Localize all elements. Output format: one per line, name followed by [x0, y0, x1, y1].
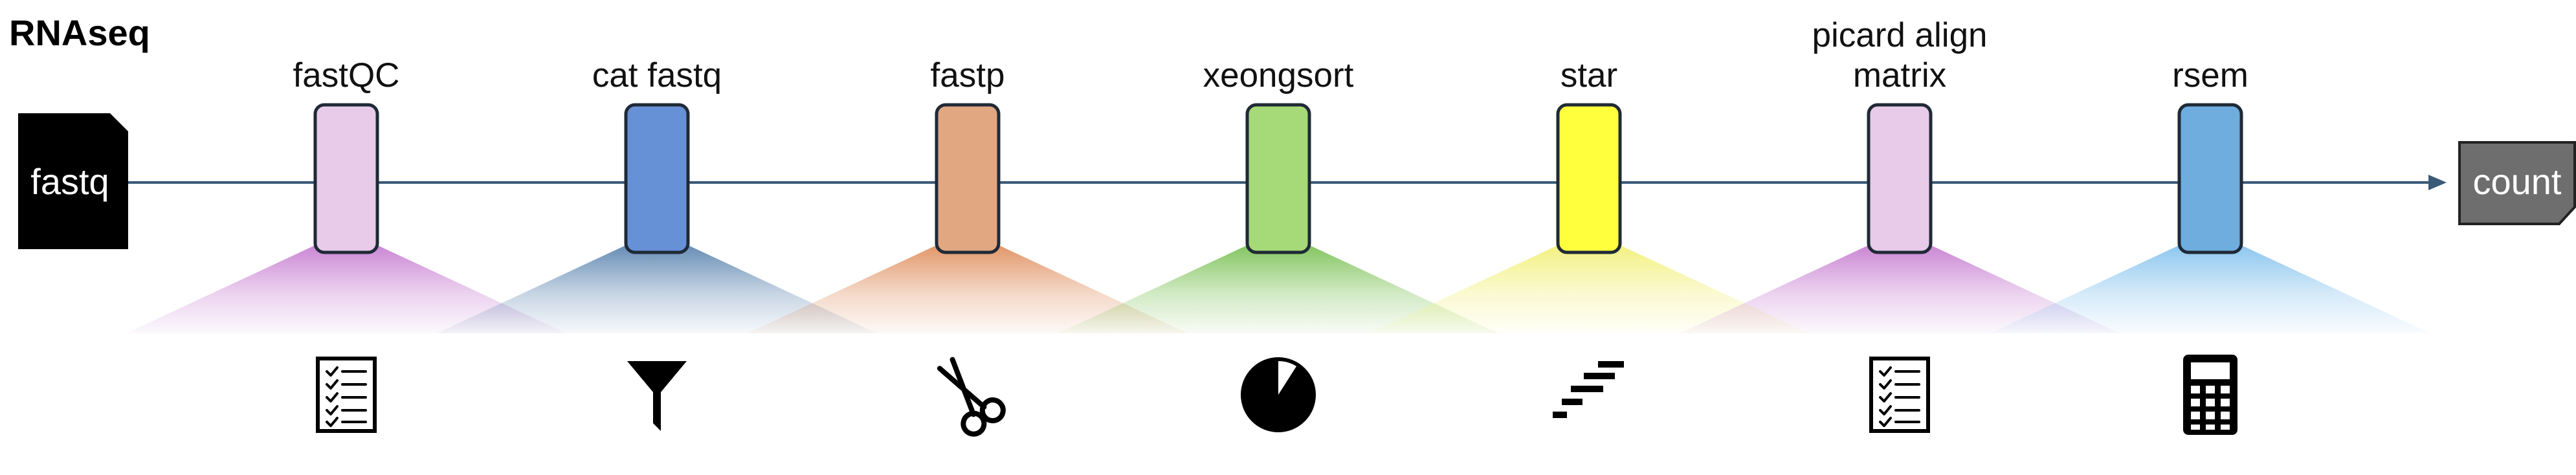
step-label: xeongsort [1203, 56, 1354, 94]
step-box [1245, 103, 1311, 254]
fans-layer [126, 245, 2430, 333]
step-fan [748, 245, 1188, 333]
checklist-icon [1869, 357, 1930, 433]
step-fan [437, 245, 877, 333]
input-file: fastq [18, 113, 128, 249]
step-label: fastQC [293, 56, 400, 94]
scissors-icon [937, 357, 1006, 437]
step-fan [1369, 245, 1809, 333]
diagram-title: RNAseq [9, 12, 150, 53]
pipeline-step: fastQC [293, 56, 400, 433]
input-file-label: fastq [30, 161, 109, 202]
output-file: count [2458, 141, 2576, 225]
output-file-label: count [2473, 161, 2562, 202]
step-box [935, 103, 1001, 254]
pipeline-step: xeongsort [1203, 56, 1354, 432]
funnel-icon [627, 361, 687, 431]
checklist-icon [316, 357, 377, 433]
pipeline-step: star [1553, 56, 1624, 418]
staggered-bars-icon [1553, 361, 1624, 418]
step-fan [126, 245, 566, 333]
step-box [1867, 103, 1933, 254]
input-file-shape [18, 113, 128, 249]
step-label: fastp [931, 56, 1005, 94]
pipeline-arrowhead [2428, 175, 2447, 190]
step-box [1556, 103, 1622, 254]
output-file-shape [2458, 141, 2576, 225]
step-box [313, 103, 379, 254]
pipeline-step: rsem [2172, 56, 2248, 435]
step-fan [1058, 245, 1498, 333]
pipeline-step: cat fastq [592, 56, 722, 431]
calculator-icon [2183, 355, 2237, 435]
step-label: picard align [1812, 16, 1987, 54]
pie-chart-icon [1241, 357, 1316, 432]
step-label: rsem [2172, 56, 2248, 94]
step-box [624, 103, 690, 254]
step-label: cat fastq [592, 56, 722, 94]
pipeline-step: fastp [931, 56, 1006, 437]
steps-layer: fastQC cat fastq fastp [293, 16, 2248, 437]
step-box [2177, 103, 2243, 254]
step-label: star [1560, 56, 1617, 94]
step-fan [1990, 245, 2430, 333]
step-fan [1680, 245, 2120, 333]
step-label: matrix [1853, 56, 1946, 94]
